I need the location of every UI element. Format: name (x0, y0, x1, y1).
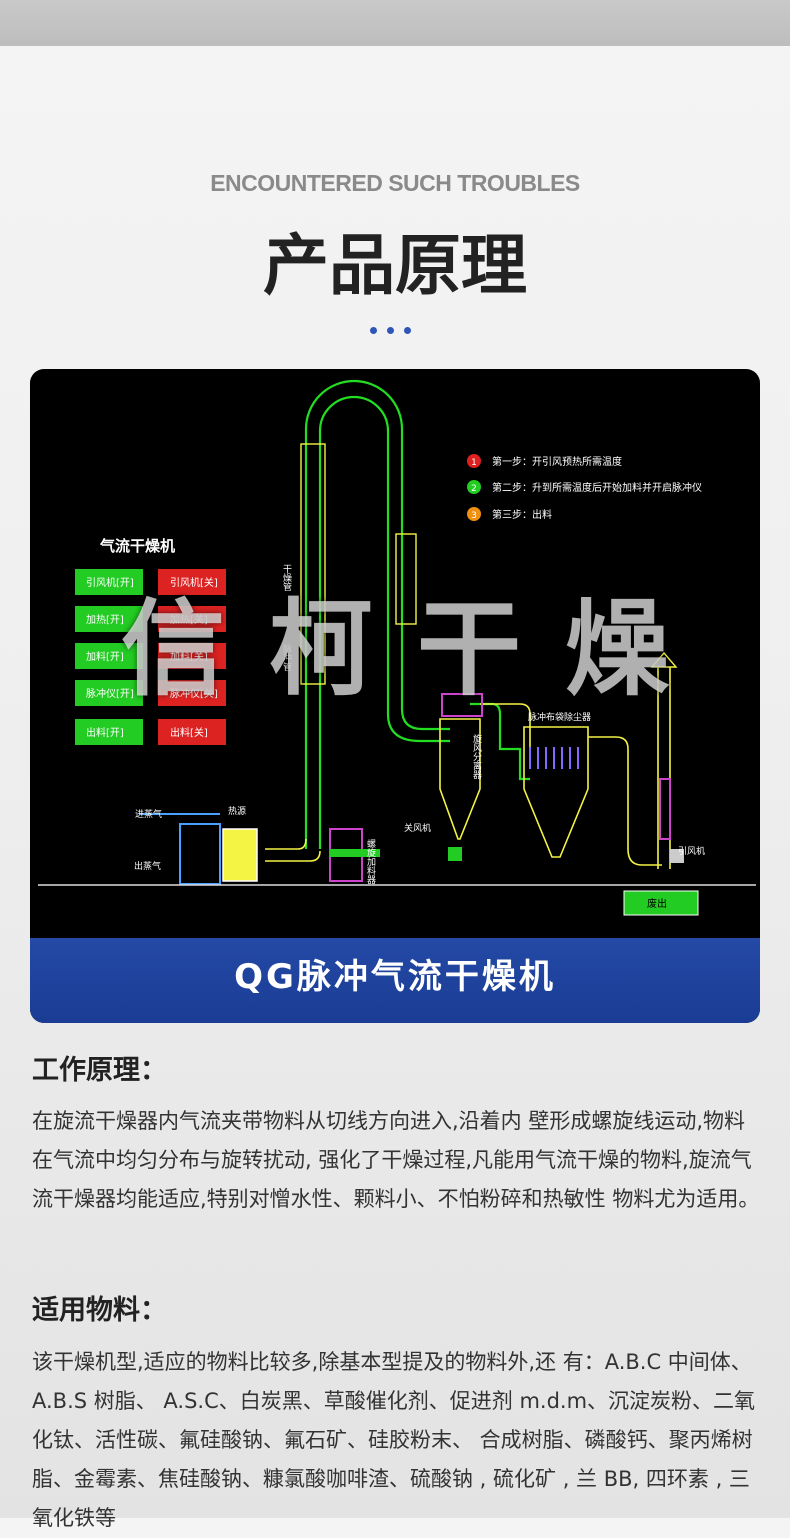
diagram-caption: QG脉冲气流干燥机 (30, 938, 760, 1023)
diagram-card: 1 第一步：开引风预热所需温度 2 第二步：升到所需温度后开始加料并开启脉冲仪 … (30, 369, 760, 1023)
svg-text:废出: 废出 (647, 897, 667, 910)
svg-text:引风机: 引风机 (678, 845, 705, 857)
svg-text:干燥管: 干燥管 (281, 564, 292, 591)
svg-text:出蒸气: 出蒸气 (134, 860, 161, 872)
heat-source-icon (222, 828, 258, 882)
svg-text:加料[开]: 加料[开] (86, 650, 124, 663)
riser-tube-outer (304, 379, 450, 849)
svg-text:脉冲仪[关]: 脉冲仪[关] (170, 687, 218, 700)
svg-text:旋风分离器: 旋风分离器 (471, 733, 482, 779)
svg-text:脉冲管: 脉冲管 (281, 643, 292, 671)
section-heading-materials: 适用物料： (32, 1295, 167, 1326)
svg-text:脉冲布袋除尘器: 脉冲布袋除尘器 (528, 711, 591, 723)
svg-text:脉冲仪[开]: 脉冲仪[开] (86, 687, 134, 700)
svg-text:加料[关]: 加料[关] (170, 650, 208, 663)
dryer-process-diagram: 1 第一步：开引风预热所需温度 2 第二步：升到所需温度后开始加料并开启脉冲仪 … (38, 379, 756, 916)
step-legend: 1 第一步：开引风预热所需温度 2 第二步：升到所需温度后开始加料并开启脉冲仪 … (467, 454, 702, 521)
svg-text:热源: 热源 (228, 805, 246, 817)
svg-text:引风机[开]: 引风机[开] (86, 576, 134, 589)
svg-text:引风机[关]: 引风机[关] (170, 576, 218, 589)
svg-text:2: 2 (471, 484, 477, 494)
riser-tube-inner (318, 395, 450, 849)
section-body-materials: 该干燥机型,适应的物料比较多,除基本型提及的物料外,还 有：A.B.C 中间体、… (32, 1350, 756, 1530)
svg-text:第三步：出料: 第三步：出料 (492, 508, 552, 521)
panel-title: 气流干燥机 (99, 537, 175, 555)
exhaust-button (623, 890, 699, 916)
svg-text:1: 1 (471, 458, 477, 468)
svg-text:加热[关]: 加热[关] (170, 613, 208, 626)
top-bar (0, 0, 790, 46)
svg-text:螺旋加料器: 螺旋加料器 (365, 839, 376, 884)
title-dots-ornament (370, 327, 416, 335)
svg-text:进蒸气: 进蒸气 (135, 808, 162, 820)
svg-text:关风机: 关风机 (404, 822, 431, 834)
svg-text:出料[开]: 出料[开] (86, 726, 124, 739)
svg-text:第二步：升到所需温度后开始加料并开启脉冲仪: 第二步：升到所需温度后开始加料并开启脉冲仪 (492, 481, 702, 494)
page-title: 产品原理 (263, 227, 527, 304)
section-heading-principle: 工作原理： (32, 1055, 167, 1086)
svg-text:第一步：开引风预热所需温度: 第一步：开引风预热所需温度 (492, 455, 622, 468)
svg-text:3: 3 (471, 511, 477, 521)
component-labels: 进蒸气 热源 出蒸气 关风机 脉冲布袋除尘器 引风机 干燥管 脉冲管 螺旋加料器… (134, 564, 705, 884)
control-panel: 引风机[开] 引风机[关] 加热[开] 加热[关] 加料[开] 加料[关] 脉冲… (75, 569, 226, 745)
section-eyebrow: ENCOUNTERED SUCH TROUBLES (210, 170, 580, 196)
brand-watermark: 信柯干燥 (120, 587, 713, 710)
svg-text:出料[关]: 出料[关] (170, 726, 208, 739)
svg-text:加热[开]: 加热[开] (86, 613, 124, 626)
section-body-principle: 在旋流干燥器内气流夹带物料从切线方向进入,沿着内 壁形成螺旋线运动,物料在气流中… (32, 1109, 760, 1211)
